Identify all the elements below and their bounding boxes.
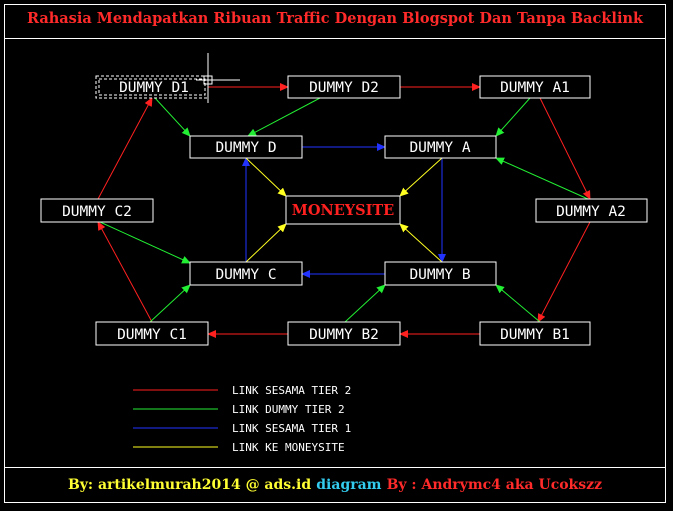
link-c2-d1 <box>97 97 153 200</box>
node-d: DUMMY D <box>189 135 303 159</box>
link-d-money <box>245 157 287 197</box>
node-c1-label: DUMMY C1 <box>117 327 187 343</box>
node-d1: DUMMY D1 <box>95 75 209 99</box>
node-c2-label: DUMMY C2 <box>62 204 132 220</box>
node-b: DUMMY B <box>384 261 497 286</box>
link-a1-a <box>495 97 531 137</box>
footer-credit: By : Andrymc4 aka Ucokszz <box>386 477 603 493</box>
node-moneysite-label: MONEYSITE <box>292 202 394 219</box>
page-title: Rahasia Mendapatkan Ribuan Traffic Denga… <box>26 10 644 27</box>
cursor-crosshair <box>196 53 240 103</box>
legend-label-tier1: LINK SESAMA TIER 1 <box>232 422 351 435</box>
legend-label-tier2: LINK SESAMA TIER 2 <box>232 384 351 397</box>
link-a2-b1 <box>537 221 591 323</box>
node-a2-label: DUMMY A2 <box>556 204 626 220</box>
node-moneysite: MONEYSITE <box>285 195 401 225</box>
node-c2: DUMMY C2 <box>40 198 154 223</box>
link-c1-c <box>149 284 191 323</box>
node-b2: DUMMY B2 <box>287 321 401 346</box>
money-links <box>245 157 443 263</box>
tier2-links <box>97 83 591 338</box>
node-b2-label: DUMMY B2 <box>309 327 379 343</box>
legend-label-money: LINK KE MONEYSITE <box>232 441 345 454</box>
node-d-label: DUMMY D <box>215 140 276 156</box>
node-a1-label: DUMMY A1 <box>500 80 570 96</box>
link-c2-c <box>99 221 191 264</box>
dummy-links <box>99 97 589 323</box>
node-a: DUMMY A <box>384 135 497 159</box>
diagram-frame <box>4 4 666 503</box>
node-d2: DUMMY D2 <box>287 75 401 99</box>
node-c: DUMMY C <box>189 261 303 286</box>
node-a-label: DUMMY A <box>409 140 470 156</box>
link-a-money <box>399 157 443 197</box>
node-a2: DUMMY A2 <box>535 198 648 223</box>
legend: LINK SESAMA TIER 2 LINK DUMMY TIER 2 LIN… <box>133 384 351 454</box>
legend-label-dummy: LINK DUMMY TIER 2 <box>232 403 345 416</box>
node-d2-label: DUMMY D2 <box>309 80 379 96</box>
title-bar: Rahasia Mendapatkan Ribuan Traffic Denga… <box>4 4 666 39</box>
link-c-money <box>245 223 287 263</box>
node-d1-label: DUMMY D1 <box>119 80 189 96</box>
link-d2-d <box>247 97 321 137</box>
link-c1-c2 <box>97 221 153 323</box>
tier1-links <box>242 143 446 278</box>
link-a2-a <box>495 157 589 200</box>
link-b1-b <box>495 284 541 323</box>
link-d1-d <box>154 97 191 137</box>
footer-diagram-word: diagram <box>316 477 382 493</box>
footer-author: By: artikelmurah2014 @ ads.id <box>67 477 312 493</box>
node-b-label: DUMMY B <box>409 267 470 283</box>
node-b1-label: DUMMY B1 <box>500 327 570 343</box>
link-b-money <box>399 223 443 263</box>
node-c1: DUMMY C1 <box>95 321 209 346</box>
link-a1-a2 <box>539 97 591 200</box>
node-c-label: DUMMY C <box>215 267 276 283</box>
footer-bar: By: artikelmurah2014 @ ads.id diagram By… <box>4 467 666 503</box>
node-a1: DUMMY A1 <box>479 75 591 99</box>
node-b1: DUMMY B1 <box>479 321 591 346</box>
link-b2-b <box>344 284 386 323</box>
